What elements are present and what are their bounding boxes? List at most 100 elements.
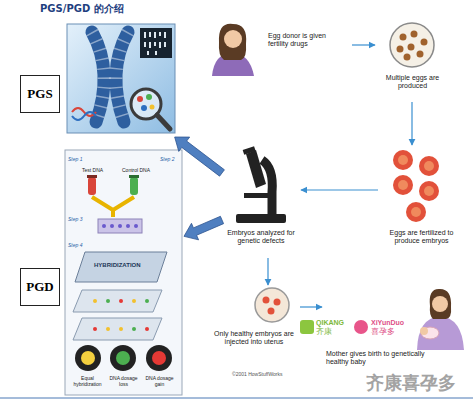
embryo-dish — [255, 288, 289, 322]
step-caption: Egg donor is given fertility drugs — [268, 32, 348, 48]
step-caption: Embryos analyzed for genetic defects — [223, 229, 299, 245]
microarray-picture — [106, 299, 110, 303]
process-step: Multiple eggs are produced — [375, 20, 450, 102]
step-caption: Eggs are fertilized to produce embryos — [380, 229, 463, 245]
embryo-dish — [255, 288, 289, 322]
mother-baby-figure — [421, 327, 439, 339]
flow-arrow — [301, 189, 378, 190]
egg-donor-figure — [212, 24, 254, 76]
watermark: 齐康 — [316, 328, 332, 337]
copyright-note: ©2001 HowStuffWorks — [232, 372, 282, 378]
embryo-dish — [274, 299, 281, 306]
flow-arrow — [267, 258, 268, 285]
microarray-picture — [110, 345, 136, 371]
microscope-icon — [236, 214, 286, 223]
microarray-picture — [81, 351, 95, 365]
chromosome-picture — [154, 32, 156, 38]
egg-dish — [408, 44, 415, 51]
watermark: 齐康喜孕多 — [366, 373, 456, 393]
chromosome-picture — [159, 32, 161, 36]
microarray-picture — [65, 150, 182, 395]
process-step: Egg donor is given fertility drugs — [205, 22, 352, 78]
chromosome-picture — [72, 112, 96, 120]
egg-dish — [417, 51, 424, 58]
embryo-cluster — [393, 150, 439, 222]
microarray-picture — [110, 224, 114, 228]
mother-baby-figure — [430, 289, 451, 319]
egg-dish — [404, 54, 411, 61]
tube-label: Test DNA — [82, 168, 103, 174]
step-label: Step 3 — [68, 217, 82, 223]
mother-baby-figure — [417, 289, 464, 350]
chromosome-picture — [116, 32, 128, 122]
step-label: Step 4 — [68, 243, 82, 249]
egg-donor-figure — [219, 24, 246, 60]
microarray-picture — [152, 351, 166, 365]
chromosome-picture — [149, 32, 151, 37]
microarray-picture — [93, 299, 97, 303]
egg-dish — [411, 31, 418, 38]
method-label: PGS — [20, 75, 60, 113]
chromosome-picture — [154, 42, 156, 46]
microarray-picture — [116, 351, 130, 365]
microscope-icon — [236, 146, 286, 223]
method-panel: PGD — [18, 148, 184, 396]
embryo-cluster — [398, 155, 408, 165]
step-caption: Mother gives birth to genetically health… — [326, 350, 446, 366]
chromosome-picture — [144, 42, 146, 47]
block-arrow — [184, 216, 224, 240]
process-step: Eggs are fertilized to produce embryos — [378, 145, 465, 258]
method-panel: PGS — [18, 22, 180, 137]
microarray-picture — [75, 345, 101, 371]
microarray-picture — [106, 327, 110, 331]
egg-dish — [390, 23, 434, 67]
microarray-picture — [145, 327, 149, 331]
block-arrow — [175, 137, 225, 176]
chromosome-picture — [144, 32, 146, 38]
flow-arrow — [352, 44, 375, 45]
chromosome-picture — [67, 24, 175, 133]
chromosome-picture — [164, 42, 166, 47]
chromosome-picture — [92, 32, 104, 122]
microarray-picture — [92, 197, 134, 210]
egg-dish — [397, 46, 404, 53]
chromosome-picture — [137, 96, 143, 102]
watermark-logo — [300, 320, 314, 334]
slide-label: HYBRIDIZATION — [93, 262, 142, 269]
microarray-picture — [132, 299, 136, 303]
microarray-picture — [134, 224, 138, 228]
tube-label: Control DNA — [122, 168, 150, 174]
embryo-dish — [268, 308, 275, 315]
chromosome-picture — [92, 32, 104, 122]
microarray-picture — [146, 345, 172, 371]
microarray-picture — [98, 219, 142, 233]
chromosome-picture — [141, 105, 147, 111]
egg-dish — [400, 34, 407, 41]
embryo-dish — [263, 297, 270, 304]
embryo-cluster — [419, 156, 439, 176]
mother-baby-figure — [420, 327, 428, 335]
process-step: Mother gives birth to genetically health… — [322, 288, 468, 374]
embryo-cluster — [424, 161, 434, 171]
watermark-logo — [300, 320, 368, 334]
microarray-picture — [87, 175, 97, 178]
egg-dish — [421, 39, 428, 46]
microarray-picture — [65, 150, 182, 395]
microarray-picture — [93, 327, 97, 331]
chromosome-picture — [150, 105, 155, 110]
step-caption: Only healthy embryos are injected into u… — [210, 330, 298, 346]
egg-dish — [390, 23, 434, 67]
result-label: DNA dosage gain — [144, 376, 175, 387]
embryo-cluster — [411, 207, 421, 217]
chromosome-picture — [67, 24, 175, 133]
chromosome-picture — [147, 51, 149, 55]
watermark: 喜孕多 — [371, 328, 395, 337]
microarray-picture — [145, 299, 149, 303]
microscope-icon — [246, 150, 266, 188]
chromosome-picture — [155, 51, 157, 55]
egg-donor-figure — [224, 30, 242, 48]
chromosome-picture — [159, 42, 161, 48]
microarray-picture — [102, 224, 106, 228]
microarray-picture — [73, 318, 162, 340]
watermark-logo — [354, 320, 368, 334]
